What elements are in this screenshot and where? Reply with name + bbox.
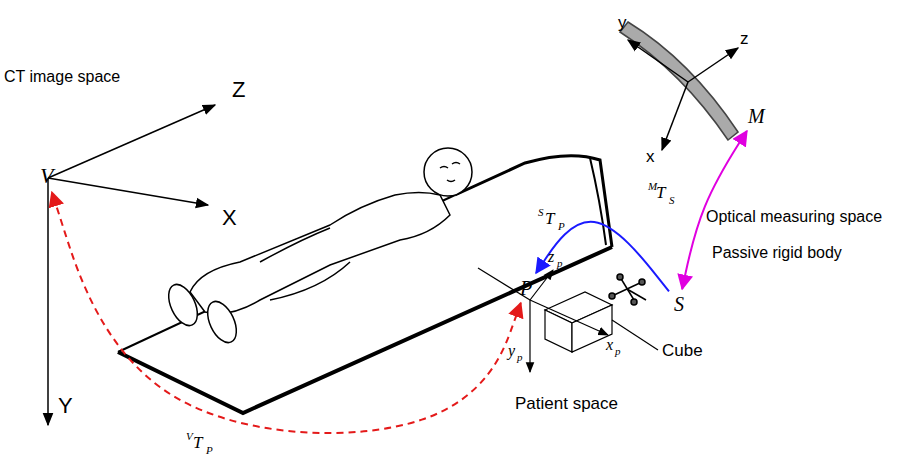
pillow: [590, 158, 606, 245]
tracker-axes: [628, 40, 738, 150]
axis-zp: [530, 270, 553, 300]
patient-foot: [202, 297, 242, 347]
frame-letter: M: [748, 105, 765, 127]
label-text: p: [517, 351, 523, 363]
frame-origin: M: [746, 104, 767, 128]
patient-head: [424, 148, 472, 196]
marker-ball: [609, 293, 615, 299]
patient-body: [190, 193, 450, 314]
label-text: y: [618, 14, 627, 33]
axis-z: [48, 105, 215, 178]
label-text: Patient space: [515, 395, 618, 414]
marker-ball: [617, 274, 623, 280]
axis-z: [688, 48, 738, 82]
label-text: x: [606, 336, 613, 354]
transform-arrow: [52, 192, 521, 433]
label-text: z: [548, 248, 554, 266]
frame-origin: S: [672, 292, 686, 316]
label-text: P: [558, 220, 565, 232]
patient-foot: [163, 280, 203, 330]
passive-rigid-body: [609, 274, 646, 305]
label-text: p: [557, 257, 563, 269]
axis-x: [662, 82, 688, 150]
label-text: S: [538, 206, 544, 218]
label-text: S: [669, 194, 675, 206]
label-text: Optical measuring space: [706, 208, 882, 226]
label-text: Passive rigid body: [712, 244, 842, 262]
frame-origin: V: [38, 163, 55, 189]
frame-origin: P: [518, 276, 534, 300]
label-text: x: [646, 148, 655, 167]
patient-axes: [478, 268, 658, 372]
ct-axes: [48, 105, 215, 425]
label-text: Y: [58, 394, 73, 418]
label-text: V: [186, 430, 193, 442]
optical-tracker: [620, 22, 738, 140]
marker-ball: [631, 299, 637, 305]
label-text: M: [648, 180, 657, 192]
label-text: Cube: [662, 342, 703, 361]
marker-bar: [627, 289, 646, 300]
label-text: Z: [232, 78, 245, 102]
frame-letter: P: [520, 277, 532, 299]
label-text: T: [656, 184, 665, 203]
label-text: z: [740, 30, 749, 49]
label-text: CT image space: [4, 68, 120, 86]
transform-arrow: [536, 222, 669, 292]
cube-front: [545, 310, 572, 352]
axis-xp: [530, 300, 608, 335]
label-text: X: [222, 206, 237, 230]
frame-letter: V: [40, 164, 53, 188]
label-text: y: [508, 342, 515, 360]
label-text: T: [545, 210, 554, 229]
axis-x: [48, 178, 208, 205]
patient: [163, 148, 472, 347]
label-text: p: [615, 345, 621, 357]
axis-y: [628, 40, 688, 82]
table-head: [455, 156, 612, 247]
patient-arm: [260, 228, 350, 300]
marker-bar: [620, 277, 634, 300]
label-text: T: [193, 434, 202, 453]
axis-yp: [529, 300, 530, 372]
patient-face: [440, 163, 460, 182]
label-text: P: [206, 444, 213, 456]
frame-letter: S: [674, 293, 684, 315]
marker-ball: [639, 279, 645, 285]
axis-y: [47, 178, 49, 425]
